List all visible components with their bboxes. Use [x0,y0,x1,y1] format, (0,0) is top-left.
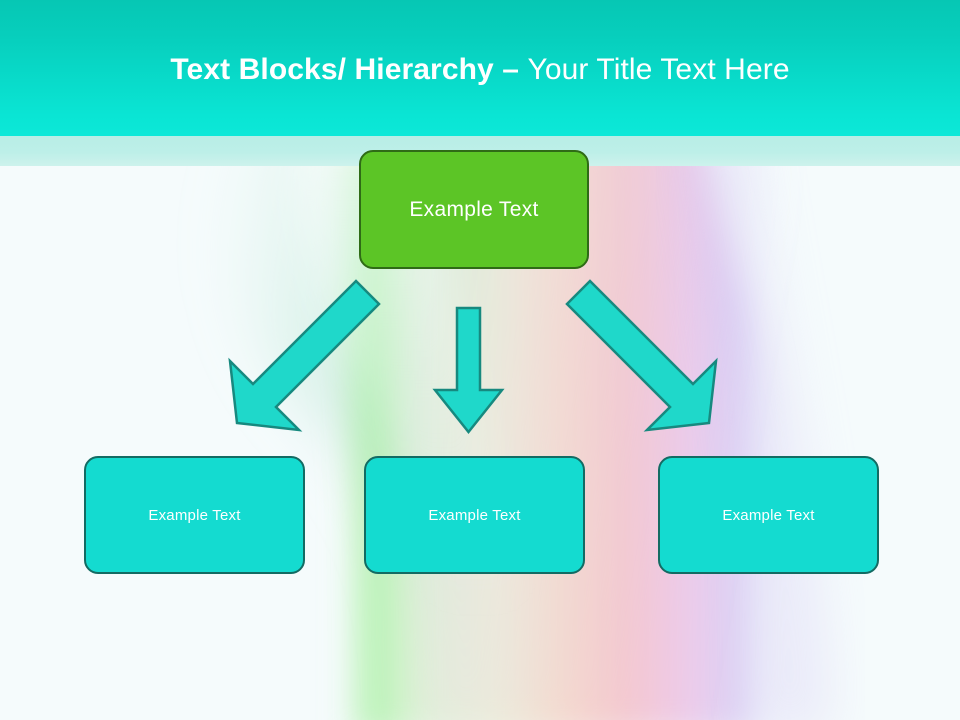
hierarchy-root-node[interactable]: Example Text [359,150,589,269]
hierarchy-child-label-2: Example Text [428,506,521,524]
hierarchy-child-node-3[interactable]: Example Text [658,456,879,574]
hierarchy-child-node-2[interactable]: Example Text [364,456,585,574]
slide-title: Text Blocks/ Hierarchy – Your Title Text… [0,52,960,88]
header-band [0,0,960,136]
hierarchy-child-label-1: Example Text [148,506,241,524]
hierarchy-child-node-1[interactable]: Example Text [84,456,305,574]
hierarchy-root-label: Example Text [409,197,539,221]
slide-title-regular-part: Your Title Text Here [527,53,790,86]
hierarchy-child-label-3: Example Text [722,506,815,524]
slide-title-bold-part: Text Blocks/ Hierarchy – [170,53,528,86]
